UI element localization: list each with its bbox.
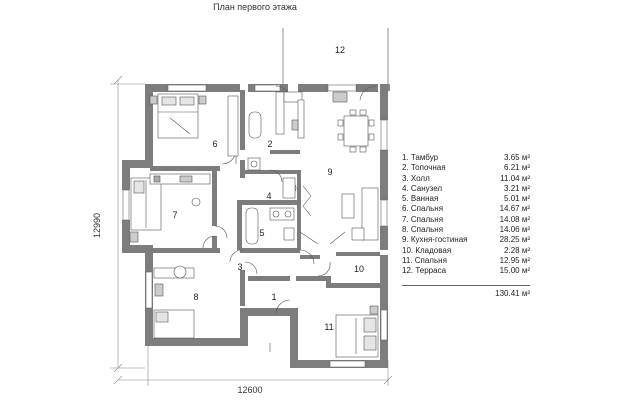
dimension-width: 12600 — [237, 385, 262, 395]
room-label-8: 8 — [193, 292, 198, 302]
windows — [122, 84, 388, 368]
furniture — [129, 91, 379, 358]
total-area: 130.41 м² — [402, 284, 530, 299]
room-label-3: 3 — [237, 262, 242, 272]
room-label-12: 12 — [335, 45, 345, 55]
room-label-11: 11 — [324, 322, 333, 332]
room-label-6: 6 — [212, 139, 217, 149]
room-label-2: 2 — [267, 139, 272, 149]
terrace-outline — [282, 28, 389, 88]
dimension-height: 12990 — [92, 213, 102, 238]
room-label-10: 10 — [354, 264, 364, 274]
plan-title: План первого этажа — [213, 2, 297, 12]
room-label-7: 7 — [172, 210, 177, 220]
room-labels: 1 2 3 4 5 6 7 8 9 10 11 12 — [172, 45, 364, 332]
dimension-lines — [110, 75, 393, 386]
room-label-4: 4 — [266, 191, 271, 201]
room-label-5: 5 — [259, 228, 264, 238]
room-label-1: 1 — [271, 292, 276, 302]
room-label-9: 9 — [327, 167, 332, 177]
